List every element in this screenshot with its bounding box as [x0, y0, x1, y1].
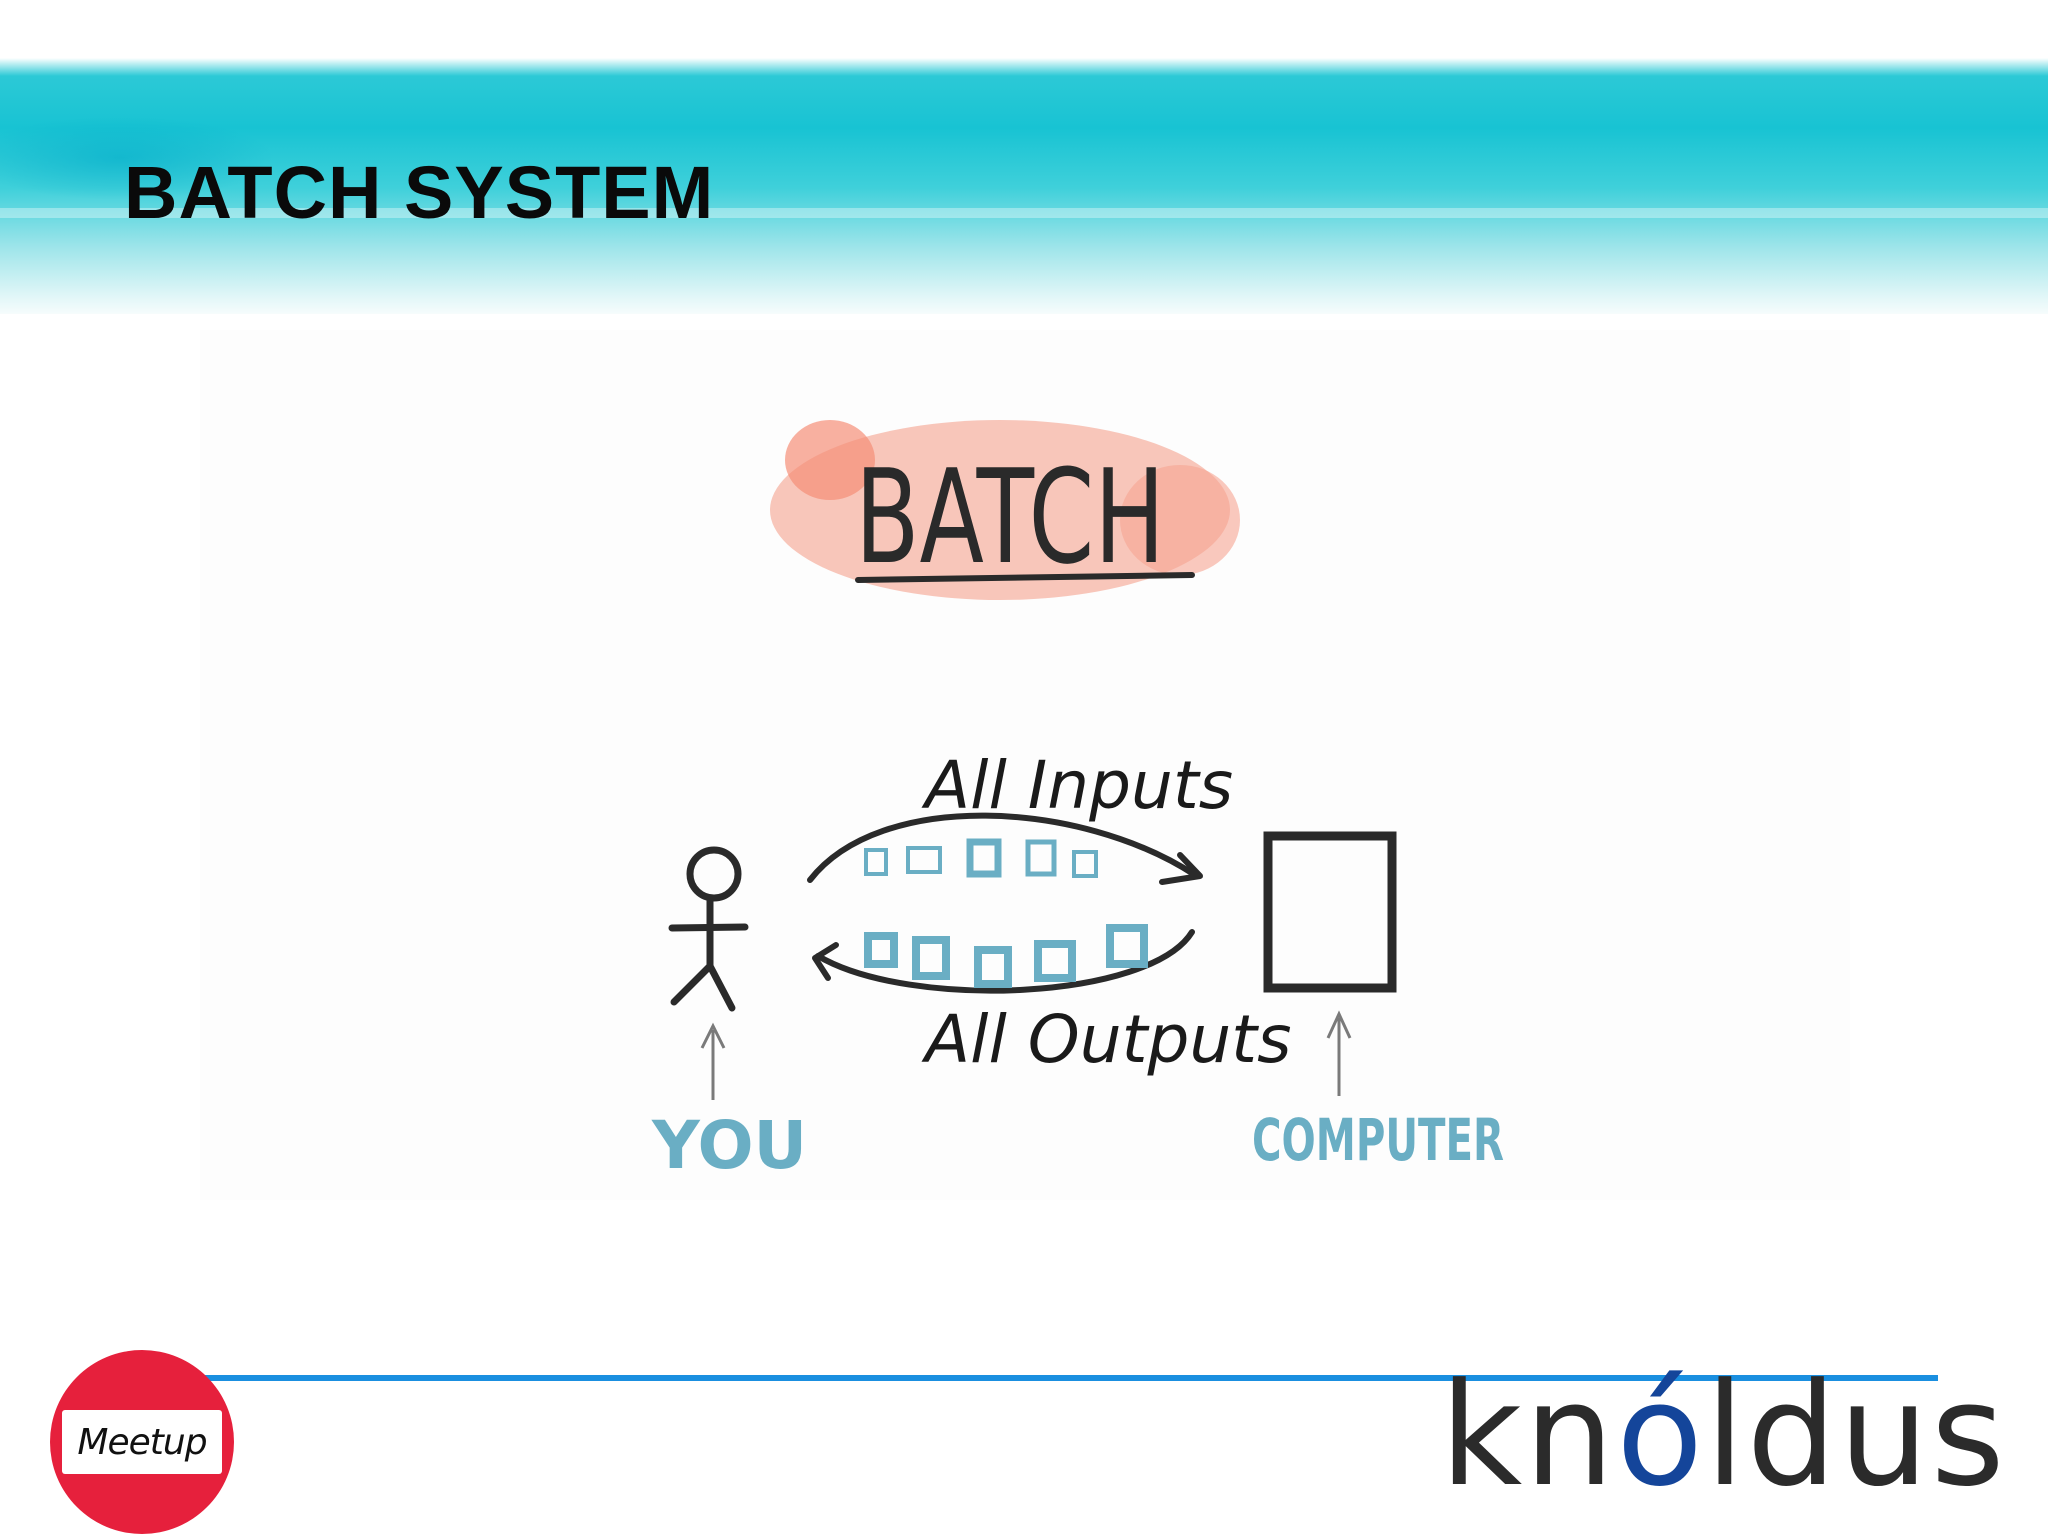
diagram-heading: BATCH	[855, 441, 1165, 593]
brand-accent: ó	[1616, 1353, 1705, 1518]
outputs-label: All Outputs	[921, 1001, 1291, 1078]
meetup-logo-text: Meetup	[77, 1422, 206, 1463]
computer-label: COMPUTER	[1252, 1106, 1504, 1174]
knoldus-logo: knóldus	[1440, 1365, 2007, 1507]
you-label: YOU	[651, 1107, 807, 1184]
output-packets	[868, 928, 1144, 984]
brand-prefix: kn	[1440, 1353, 1616, 1518]
you-pointer-arrow	[702, 1026, 724, 1100]
inputs-label: All Inputs	[921, 747, 1233, 824]
meetup-logo: Meetup	[50, 1350, 234, 1534]
person-icon	[672, 850, 745, 1008]
input-packets	[866, 842, 1096, 876]
meetup-logo-plate: Meetup	[62, 1410, 222, 1474]
brand-suffix: ldus	[1705, 1353, 2007, 1518]
computer-pointer-arrow	[1328, 1014, 1350, 1096]
computer-icon	[1268, 836, 1392, 988]
